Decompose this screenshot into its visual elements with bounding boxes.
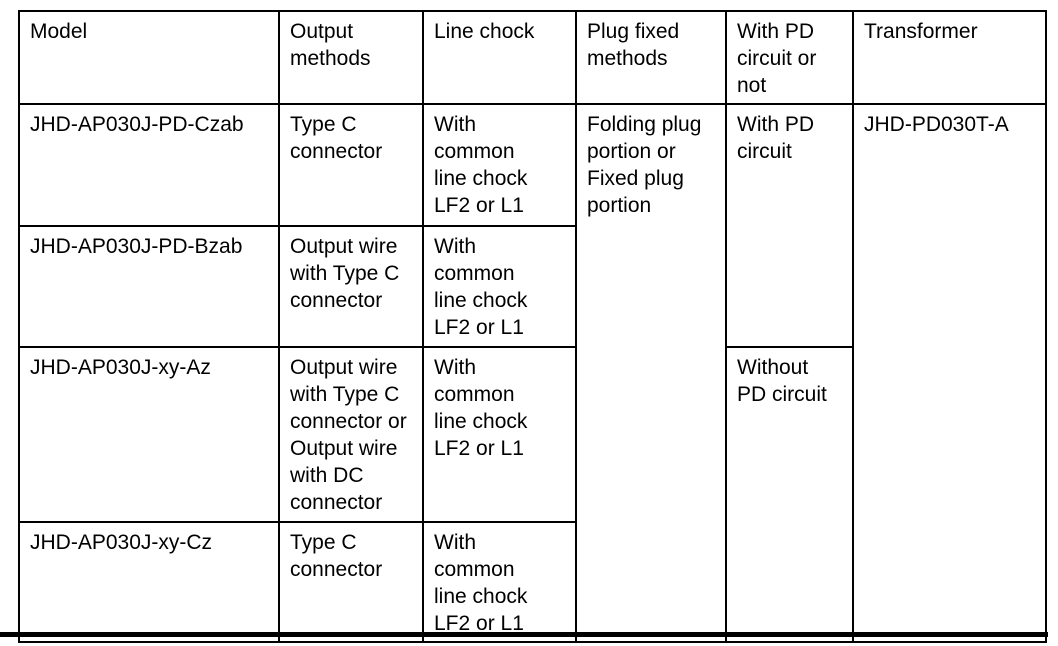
table-row: JHD-AP030J-PD-Czab Type C connector With… xyxy=(18,103,1047,643)
cell-output-methods: Type C connector xyxy=(278,103,424,227)
cell-line-chock: With common line chock LF2 or L1 xyxy=(422,521,577,643)
header-cell-output-methods: Output methods xyxy=(278,10,424,105)
cell-line-chock: With common line chock LF2 or L1 xyxy=(422,103,577,227)
cell-output-methods: Output wire with Type C connector xyxy=(278,225,424,348)
table-row: JHD-AP030J-xy-Cz Type C connector With c… xyxy=(18,521,1046,643)
cell-model: JHD-AP030J-PD-Bzab xyxy=(18,225,280,348)
table-row: JHD-AP030J-PD-Bzab Output wire with Type… xyxy=(18,225,1046,348)
cell-line-chock: With common line chock LF2 or L1 xyxy=(422,346,577,523)
cell-output-methods: Type C connector xyxy=(278,521,424,643)
cell-pd-circuit: Without PD circuit xyxy=(725,346,854,643)
header-cell-line-chock: Line chock xyxy=(422,10,577,105)
page-bottom-rule xyxy=(0,632,1048,637)
cell-line-chock: With common line chock LF2 or L1 xyxy=(422,225,577,348)
spec-table: Model Output methods Line chock Plug fix… xyxy=(18,10,1047,643)
header-cell-model: Model xyxy=(18,10,280,105)
header-cell-pd-circuit: With PD circuit or not xyxy=(725,10,854,105)
cell-transformer: JHD-PD030T-A xyxy=(852,103,1047,643)
cell-pd-circuit: With PD circuit xyxy=(725,103,854,348)
header-cell-transformer: Transformer xyxy=(852,10,1047,105)
table-row: JHD-AP030J-xy-Az Output wire with Type C… xyxy=(18,346,1046,643)
cell-output-methods: Output wire with Type C connector or Out… xyxy=(278,346,424,523)
cell-plug-fixed-methods: Folding plug portion or Fixed plug porti… xyxy=(575,103,727,643)
cell-model: JHD-AP030J-xy-Cz xyxy=(18,521,280,643)
header-cell-plug-fixed-methods: Plug fixed methods xyxy=(575,10,727,105)
cell-model: JHD-AP030J-xy-Az xyxy=(18,346,280,523)
table-header-row: Model Output methods Line chock Plug fix… xyxy=(18,10,1047,105)
cell-model: JHD-AP030J-PD-Czab xyxy=(18,103,280,227)
